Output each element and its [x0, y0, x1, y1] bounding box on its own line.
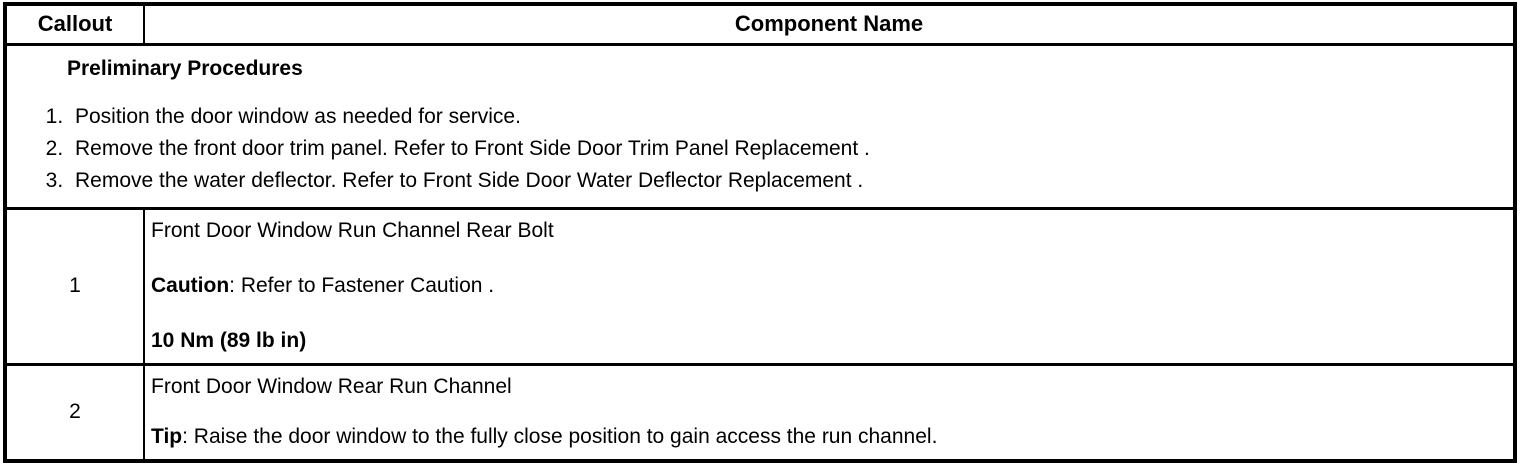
component-name-text: Front Door Window Run Channel Rear Bolt — [151, 218, 554, 242]
callout-column-header: Callout — [5, 2, 145, 46]
caution-text: : Refer to Fastener Caution . — [229, 273, 495, 297]
tip-text: : Raise the door window to the fully clo… — [182, 424, 938, 448]
callout-number-2: 2 — [5, 362, 145, 462]
component-callout-table: Callout Component Name Preliminary Proce… — [3, 2, 1517, 463]
caution-note: Caution: Refer to Fastener Caution . — [151, 270, 1503, 302]
component-name-text: Front Door Window Rear Run Channel — [151, 374, 512, 398]
tip-note: Tip: Raise the door window to the fully … — [151, 421, 1503, 453]
torque-spec: 10 Nm (89 lb in) — [151, 328, 307, 352]
caution-label: Caution — [151, 273, 230, 297]
tip-label: Tip — [151, 424, 183, 448]
preliminary-step-3: Remove the water deflector. Refer to Fro… — [69, 165, 1503, 197]
table-row-callout-1: 1 Front Door Window Run Channel Rear Bol… — [5, 206, 1515, 366]
component-name-column-header: Component Name — [144, 2, 1515, 46]
preliminary-procedures-title: Preliminary Procedures — [67, 56, 303, 80]
component-cell-1: Front Door Window Run Channel Rear Bolt … — [144, 206, 1515, 366]
preliminary-step-2: Remove the front door trim panel. Refer … — [69, 133, 1503, 165]
table-row-callout-2: 2 Front Door Window Rear Run Channel Tip… — [5, 362, 1515, 462]
callout-number-1: 1 — [5, 206, 145, 366]
preliminary-procedures-row: Preliminary Procedures Position the door… — [5, 42, 1515, 210]
component-cell-2: Front Door Window Rear Run Channel Tip: … — [144, 362, 1515, 462]
preliminary-steps-list: Position the door window as needed for s… — [13, 101, 1503, 197]
preliminary-procedures-cell: Preliminary Procedures Position the door… — [5, 42, 1515, 210]
preliminary-step-1: Position the door window as needed for s… — [69, 101, 1503, 133]
table-header-row: Callout Component Name — [5, 2, 1515, 46]
